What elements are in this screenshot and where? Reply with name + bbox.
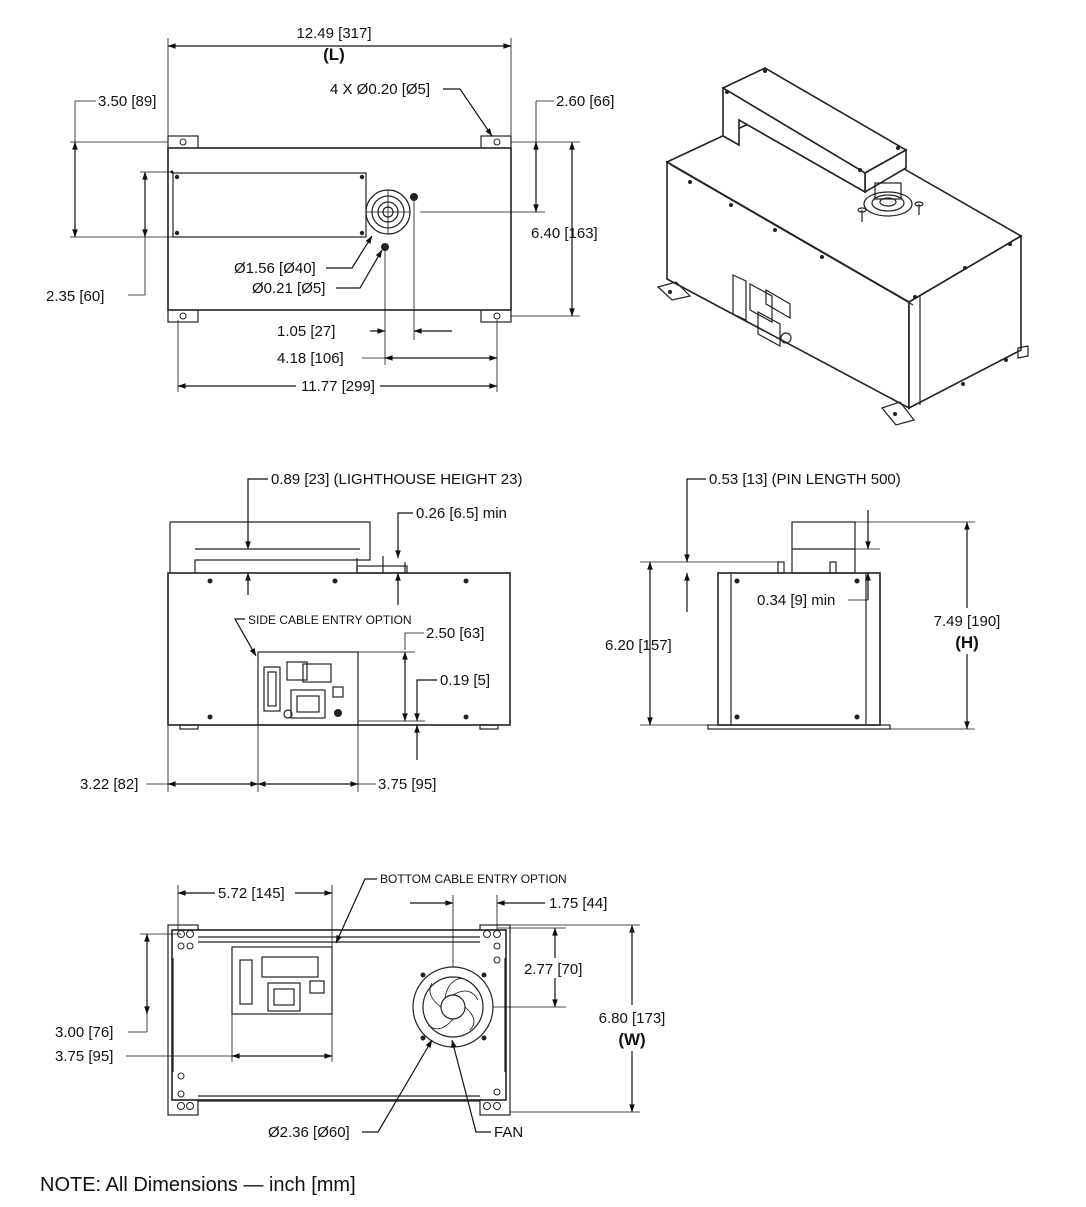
side-cable-entry-label: SIDE CABLE ENTRY OPTION	[248, 613, 412, 627]
isometric-view	[656, 67, 1029, 426]
lighthouse-height: 0.89 [23] (LIGHTHOUSE HEIGHT 23)	[271, 471, 522, 488]
mount-hole-label: 4 X Ø0.20 [Ø5]	[330, 81, 430, 98]
bottom-cable-entry-label: BOTTOM CABLE ENTRY OPTION	[380, 872, 567, 886]
dimension-note: NOTE: All Dimensions — inch [mm]	[40, 1174, 356, 1196]
sensor-port	[365, 189, 411, 235]
dim-6-40: 6.40 [163]	[531, 225, 598, 242]
dim-3-00: 3.00 [76]	[55, 1024, 113, 1041]
end-view: 0.53 [13] (PIN LENGTH 500) 6.20 [157] 0.…	[605, 471, 1009, 730]
bottom-view: 5.72 [145] BOTTOM CABLE ENTRY OPTION 1.7…	[55, 872, 674, 1141]
dim-4-18: 4.18 [106]	[277, 350, 344, 367]
dim-5-72: 5.72 [145]	[218, 885, 285, 902]
side-view: 0.89 [23] (LIGHTHOUSE HEIGHT 23) 0.26 [6…	[80, 471, 522, 793]
pin-length: 0.53 [13] (PIN LENGTH 500)	[709, 471, 901, 488]
top-view-body	[167, 147, 512, 311]
width-tag: (W)	[618, 1030, 645, 1049]
dim-1-05: 1.05 [27]	[277, 323, 335, 340]
dim-2-50: 2.50 [63]	[426, 625, 484, 642]
dim-3-22: 3.22 [82]	[80, 776, 138, 793]
length-dimension: 12.49 [317]	[296, 25, 371, 42]
dim-3-50: 3.50 [89]	[98, 93, 156, 110]
height-tag: (H)	[955, 633, 979, 652]
pin-diameter: Ø0.21 [Ø5]	[252, 280, 325, 297]
top-view-lighthouse	[172, 172, 367, 238]
port-diameter: Ø1.56 [Ø40]	[234, 260, 316, 277]
dim-11-77: 11.77 [299]	[301, 378, 375, 395]
height-dimension: 7.49 [190]	[934, 613, 1001, 630]
dim-1-75: 1.75 [44]	[549, 895, 607, 912]
dim-0-19: 0.19 [5]	[440, 672, 490, 689]
dim-0-34: 0.34 [9] min	[757, 592, 835, 609]
end-view-body	[717, 572, 881, 726]
bottom-view-body	[171, 929, 507, 1101]
fan-label: FAN	[494, 1124, 523, 1141]
dim-2-77: 2.77 [70]	[524, 961, 582, 978]
dim-6-20: 6.20 [157]	[605, 637, 672, 654]
fan-diameter: Ø2.36 [Ø60]	[268, 1124, 350, 1141]
top-view: 12.49 [317] (L) 4 X Ø0.20 [Ø5] 3.50 [89]…	[46, 25, 614, 395]
dim-2-60: 2.60 [66]	[556, 93, 614, 110]
width-dimension: 6.80 [173]	[599, 1010, 666, 1027]
dim-3-75-side: 3.75 [95]	[378, 776, 436, 793]
length-tag: (L)	[323, 45, 345, 64]
dim-0-26: 0.26 [6.5] min	[416, 505, 507, 522]
dim-3-75-bottom: 3.75 [95]	[55, 1048, 113, 1065]
side-view-body	[167, 572, 511, 726]
dim-2-35: 2.35 [60]	[46, 288, 104, 305]
